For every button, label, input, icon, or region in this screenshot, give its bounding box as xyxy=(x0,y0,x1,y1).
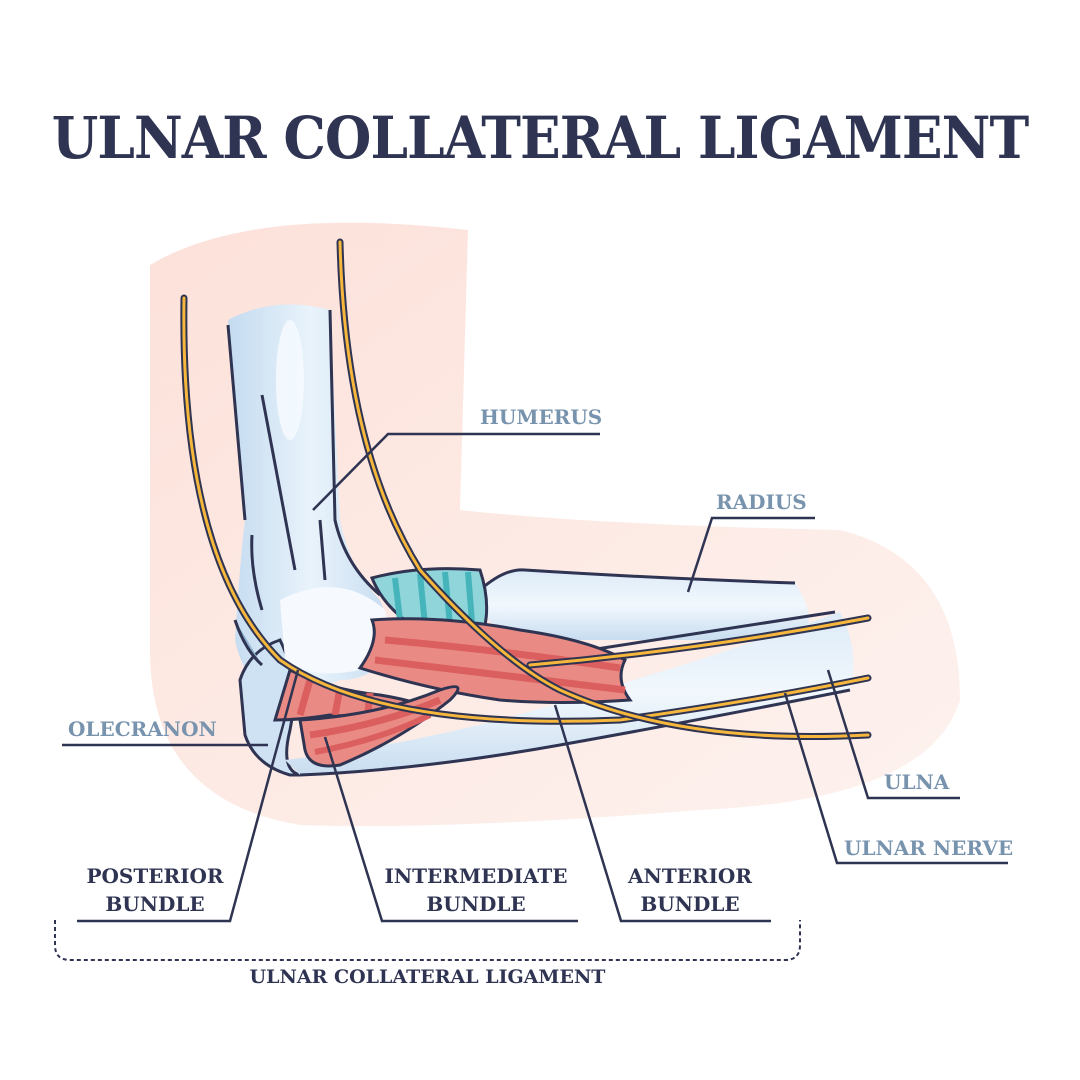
ulnar-nerve xyxy=(180,238,872,741)
posterior-bundle-line2: BUNDLE xyxy=(105,892,205,916)
anterior-bundle-line2: BUNDLE xyxy=(640,892,740,916)
intermediate-bundle-line1: INTERMEDIATE xyxy=(384,864,568,888)
posterior-bundle-leader xyxy=(77,669,300,923)
group-label-ulnar-collateral-ligament: ULNAR COLLATERAL LIGAMENT xyxy=(249,966,606,988)
label-olecranon: OLECRANON xyxy=(68,717,217,741)
leader-lines xyxy=(62,432,1008,923)
radius-bone xyxy=(479,568,809,640)
page-title: ULNAR COLLATERAL LIGAMENT xyxy=(51,104,1029,172)
label-intermediate-bundle: INTERMEDIATE BUNDLE xyxy=(378,862,574,918)
anterior-bundle-ligament xyxy=(357,617,633,704)
ucl-group-bracket xyxy=(54,920,801,961)
posterior-bundle-line1: POSTERIOR xyxy=(86,864,224,888)
label-ulnar-nerve: ULNAR NERVE xyxy=(844,836,1014,860)
label-posterior-bundle: POSTERIOR BUNDLE xyxy=(70,862,240,918)
humerus-leader xyxy=(312,432,600,511)
label-anterior-bundle: ANTERIOR BUNDLE xyxy=(620,862,760,918)
ulnar-nerve-leader xyxy=(783,692,1008,865)
intermediate-bundle-leader xyxy=(323,736,578,923)
anterior-bundle-line1: ANTERIOR xyxy=(628,864,752,888)
label-radius: RADIUS xyxy=(716,490,807,514)
anterior-bundle-leader xyxy=(553,704,771,923)
label-ulna: ULNA xyxy=(884,770,950,794)
label-humerus: HUMERUS xyxy=(480,405,603,429)
intermediate-bundle-line2: BUNDLE xyxy=(426,892,526,916)
ulna-leader xyxy=(826,669,960,800)
radius-leader xyxy=(686,516,815,593)
